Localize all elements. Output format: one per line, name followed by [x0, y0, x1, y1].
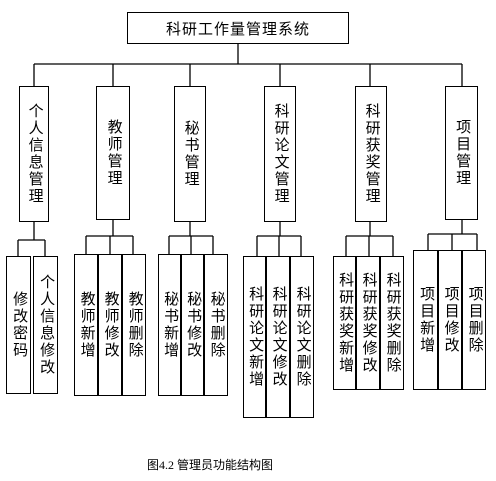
- module-label: 科研获奖管理: [363, 103, 380, 205]
- leaf-label: 科研获奖删除: [384, 272, 401, 374]
- leaf-node: 科研论文删除: [290, 256, 314, 418]
- leaf-label: 科研论文修改: [270, 286, 287, 388]
- module-label: 个人信息管理: [26, 103, 43, 205]
- module-paper: 科研论文管理: [264, 86, 296, 222]
- leaf-node: 秘书删除: [204, 254, 228, 396]
- leaf-label: 项目新增: [418, 286, 435, 354]
- leaf-node: 教师新增: [74, 254, 98, 396]
- leaf-node: 教师删除: [122, 254, 146, 396]
- leaf-node: 科研获奖新增: [333, 256, 356, 390]
- leaf-node: 科研获奖修改: [356, 256, 380, 390]
- root-label: 科研工作量管理系统: [165, 21, 310, 38]
- leaf-node: 项目删除: [462, 250, 486, 390]
- root-node: 科研工作量管理系统: [127, 12, 349, 44]
- leaf-label: 修改密码: [11, 291, 28, 359]
- leaf-label: 个人信息修改: [38, 274, 55, 376]
- leaf-node: 秘书新增: [158, 254, 181, 396]
- leaf-node: 个人信息修改: [33, 256, 58, 394]
- leaf-node: 项目新增: [413, 250, 438, 390]
- module-label: 科研论文管理: [272, 103, 289, 205]
- leaf-node: 科研论文修改: [266, 256, 290, 418]
- leaf-label: 秘书删除: [208, 291, 225, 359]
- leaf-node: 修改密码: [6, 256, 31, 394]
- leaf-label: 项目修改: [442, 286, 459, 354]
- module-teacher: 教师管理: [96, 86, 130, 220]
- leaf-label: 秘书新增: [162, 291, 179, 359]
- leaf-node: 科研论文新增: [243, 256, 266, 418]
- leaf-label: 科研论文删除: [294, 286, 311, 388]
- module-secretary: 秘书管理: [174, 86, 206, 222]
- module-label: 项目管理: [454, 119, 471, 187]
- module-personal-info: 个人信息管理: [19, 86, 49, 222]
- module-project: 项目管理: [445, 86, 478, 220]
- module-award: 科研获奖管理: [355, 86, 387, 222]
- leaf-node: 科研获奖删除: [380, 256, 404, 390]
- leaf-label: 秘书修改: [185, 291, 202, 359]
- leaf-label: 教师删除: [126, 291, 143, 359]
- module-label: 教师管理: [105, 119, 122, 187]
- leaf-label: 项目删除: [466, 286, 483, 354]
- leaf-node: 秘书修改: [181, 254, 204, 396]
- figure-caption: 图4.2 管理员功能结构图: [146, 458, 273, 472]
- module-label: 秘书管理: [182, 120, 199, 188]
- leaf-label: 科研论文新增: [247, 286, 264, 388]
- leaf-node: 项目修改: [438, 250, 462, 390]
- leaf-label: 教师修改: [102, 291, 119, 359]
- leaf-label: 科研获奖修改: [360, 272, 377, 374]
- leaf-node: 教师修改: [98, 254, 122, 396]
- leaf-label: 科研获奖新增: [337, 272, 354, 374]
- leaf-label: 教师新增: [78, 291, 95, 359]
